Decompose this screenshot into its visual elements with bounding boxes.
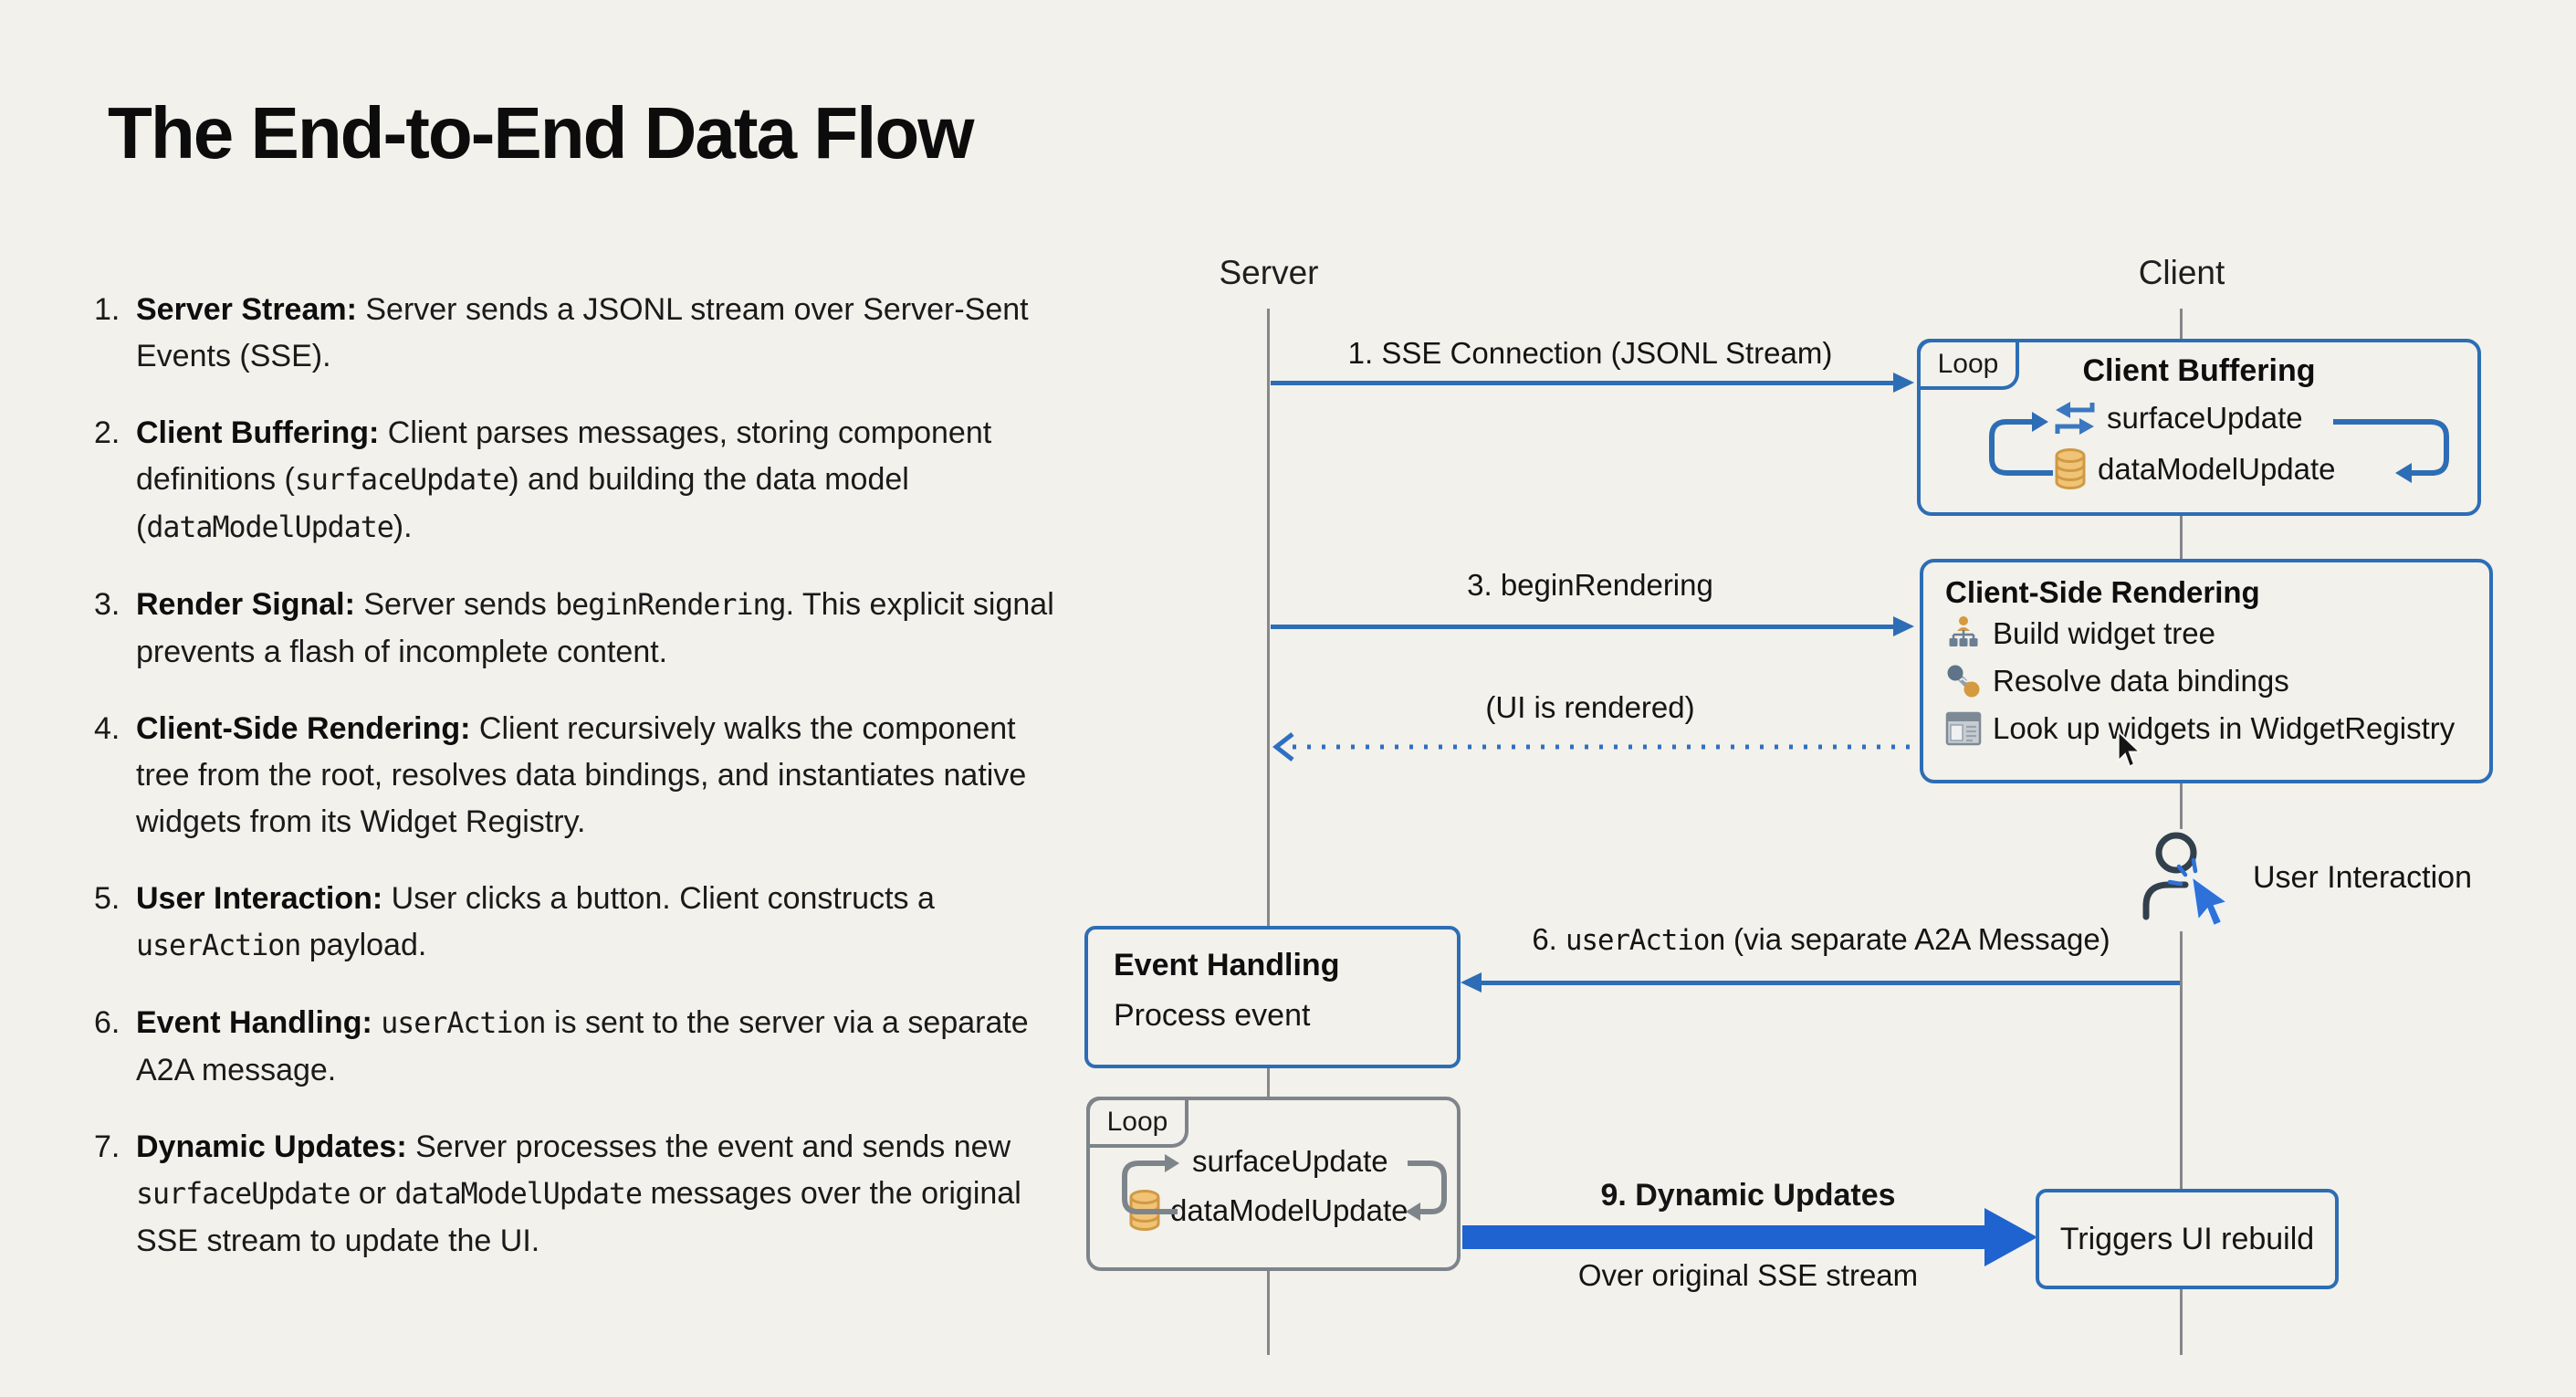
loop-brackets-icon bbox=[1989, 412, 2449, 483]
message-name: dataModelUpdate bbox=[2098, 452, 2336, 486]
widget-tree-icon bbox=[1949, 616, 1978, 646]
rendering-step-label: Resolve data bindings bbox=[1993, 664, 2289, 698]
widget-registry-icon bbox=[1945, 711, 1982, 746]
server-lifeline-label: Server bbox=[1219, 254, 1319, 291]
step-item: 7. Dynamic Updates: Server processes the… bbox=[94, 1124, 1075, 1265]
client-buffering-row: surfaceUpdate bbox=[2054, 399, 2303, 437]
step-item: 4. Client-Side Rendering: Client recursi… bbox=[94, 706, 1075, 846]
event-handling-title: Event Handling bbox=[1114, 948, 1340, 982]
step-number: 5. bbox=[94, 881, 120, 916]
begin-rendering-arrowhead-icon bbox=[1893, 616, 1914, 636]
client-lifeline-label: Client bbox=[2138, 254, 2225, 291]
step-body: Client-Side Rendering: Client recursivel… bbox=[136, 711, 1027, 839]
server-lifeline bbox=[1267, 309, 1270, 1355]
step-body: Client Buffering: Client parses messages… bbox=[136, 415, 992, 544]
step-body: Event Handling: userAction is sent to th… bbox=[136, 1005, 1029, 1087]
client-buffering-title: Client Buffering bbox=[2082, 353, 2316, 388]
step-number: 7. bbox=[94, 1129, 120, 1164]
server-loop-box: Loop surfaceUpdate dataModelUpdate bbox=[1086, 1097, 1461, 1271]
begin-rendering-label: 3. beginRendering bbox=[1467, 568, 1713, 602]
step-item: 3. Render Signal: Server sends beginRend… bbox=[94, 582, 1075, 676]
step-number: 2. bbox=[94, 415, 120, 450]
rendering-step-label: Look up widgets in WidgetRegistry bbox=[1993, 711, 2456, 745]
step-label: Server Stream: bbox=[136, 292, 357, 327]
ui-rendered-label: (UI is rendered) bbox=[1485, 690, 1695, 724]
step-number: 1. bbox=[94, 292, 120, 327]
step-label: Render Signal: bbox=[136, 587, 355, 622]
dynamic-updates-label: 9. Dynamic Updates bbox=[1600, 1178, 1896, 1213]
user-action-label: 6. userAction (via separate A2A Message) bbox=[1532, 922, 2110, 957]
user-interaction-label: User Interaction bbox=[2253, 860, 2472, 895]
step-number: 3. bbox=[94, 587, 120, 622]
step-number: 4. bbox=[94, 711, 120, 746]
message-name: surfaceUpdate bbox=[2107, 401, 2303, 435]
begin-rendering-arrow bbox=[1271, 625, 1899, 629]
client-buffering-row: dataModelUpdate bbox=[2054, 448, 2336, 490]
step-label: Event Handling: bbox=[136, 1005, 372, 1040]
loop-brackets-icon bbox=[1122, 1154, 1447, 1221]
page-title: The End-to-End Data Flow bbox=[108, 92, 974, 173]
step-label: User Interaction: bbox=[136, 881, 383, 916]
triggers-ui-rebuild-label: Triggers UI rebuild bbox=[2059, 1221, 2315, 1256]
dynamic-updates-arrowhead-icon bbox=[1984, 1208, 2037, 1266]
rendering-step-row: Look up widgets in WidgetRegistry bbox=[1945, 705, 2489, 752]
step-body: Server Stream: Server sends a JSONL stre… bbox=[136, 292, 1029, 373]
step-item: 5. User Interaction: User clicks a butto… bbox=[94, 876, 1075, 970]
step-number: 6. bbox=[94, 1005, 120, 1040]
event-handling-subtitle: Process event bbox=[1114, 998, 1311, 1033]
user-action-arrowhead-icon bbox=[1461, 972, 1482, 993]
rendering-step-row: Build widget tree bbox=[1945, 610, 2489, 657]
step-item: 2. Client Buffering: Client parses messa… bbox=[94, 410, 1075, 551]
step-label: Client-Side Rendering: bbox=[136, 711, 471, 746]
step-label: Client Buffering: bbox=[136, 415, 380, 450]
database-icon bbox=[2055, 448, 2086, 489]
step-body: Dynamic Updates: Server processes the ev… bbox=[136, 1129, 1021, 1258]
ui-rendered-dotted-arrow bbox=[1272, 732, 1917, 762]
dynamic-updates-sublabel: Over original SSE stream bbox=[1577, 1258, 1919, 1292]
event-handling-box: Event Handling Process event bbox=[1084, 926, 1461, 1068]
loop-tab: Loop bbox=[1086, 1097, 1189, 1148]
server-loop-row: dataModelUpdate bbox=[1128, 1190, 1408, 1232]
client-buffering-box: Loop Client Buffering surfaceUpdate data bbox=[1917, 339, 2481, 516]
step-body: User Interaction: User clicks a button. … bbox=[136, 881, 935, 962]
sync-arrows-icon bbox=[2055, 402, 2095, 435]
server-loop-row: surfaceUpdate bbox=[1192, 1144, 1388, 1179]
steps-list: 1. Server Stream: Server sends a JSONL s… bbox=[94, 287, 1075, 1295]
message-name: dataModelUpdate bbox=[1170, 1193, 1408, 1227]
step-body: Render Signal: Server sends beginRenderi… bbox=[136, 587, 1054, 669]
user-click-icon bbox=[2142, 832, 2230, 928]
rendering-step-label: Build widget tree bbox=[1993, 616, 2215, 650]
dynamic-updates-arrow bbox=[1462, 1225, 1986, 1249]
client-side-rendering-box: Client-Side Rendering Build widget tree … bbox=[1920, 559, 2493, 783]
user-interaction-icon-wrap bbox=[2138, 829, 2238, 931]
step-item: 6. Event Handling: userAction is sent to… bbox=[94, 1000, 1075, 1094]
sse-connection-arrow bbox=[1271, 381, 1899, 385]
user-action-arrow bbox=[1477, 981, 2180, 985]
data-binding-link-icon bbox=[1947, 665, 1980, 698]
mouse-pointer-icon bbox=[2117, 730, 2142, 768]
step-label: Dynamic Updates: bbox=[136, 1129, 407, 1164]
sse-arrowhead-icon bbox=[1893, 373, 1914, 393]
rendering-step-row: Resolve data bindings bbox=[1945, 657, 2489, 705]
loop-tab: Loop bbox=[1917, 339, 2019, 390]
message-name: surfaceUpdate bbox=[1192, 1144, 1388, 1178]
client-side-rendering-title: Client-Side Rendering bbox=[1945, 575, 2260, 609]
sse-connection-label: 1. SSE Connection (JSONL Stream) bbox=[1347, 336, 1833, 370]
triggers-ui-rebuild-box: Triggers UI rebuild bbox=[2036, 1189, 2339, 1289]
step-item: 1. Server Stream: Server sends a JSONL s… bbox=[94, 287, 1075, 380]
